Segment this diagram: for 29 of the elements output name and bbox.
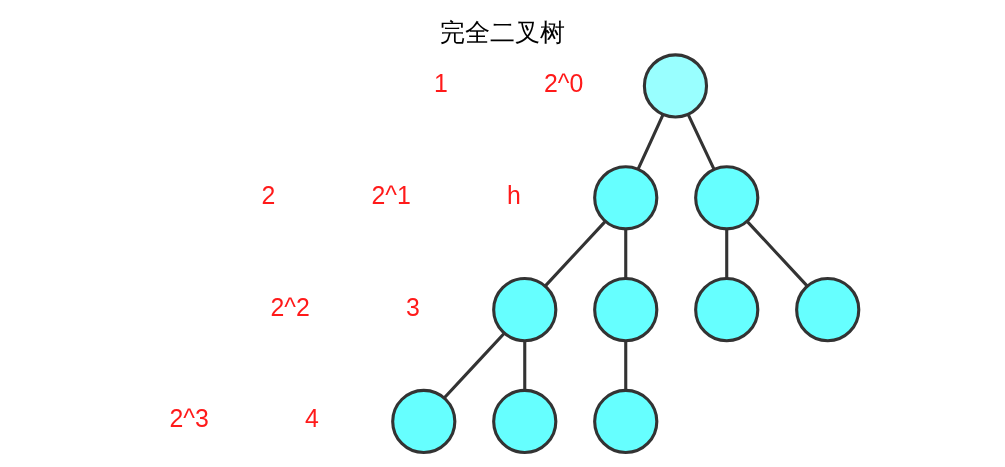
label: 2^3 xyxy=(169,405,209,433)
label: 2^2 xyxy=(270,293,310,321)
node-circle xyxy=(693,277,759,343)
label: 4 xyxy=(304,405,319,433)
node-circle xyxy=(491,388,557,455)
node-circle xyxy=(491,277,557,343)
connector xyxy=(686,113,715,170)
label: 1 xyxy=(433,69,448,97)
node-circle xyxy=(794,277,860,343)
connector xyxy=(543,220,606,288)
node-circle xyxy=(390,388,456,455)
label: 2^0 xyxy=(543,69,583,97)
diagram-title: 完全二叉树 xyxy=(440,18,565,46)
connector xyxy=(522,340,526,391)
label: h xyxy=(506,181,521,209)
label: 2 xyxy=(260,181,275,209)
connector xyxy=(745,220,808,288)
label: 3 xyxy=(405,293,420,321)
connector xyxy=(636,114,664,170)
connector xyxy=(442,332,505,400)
node-circle xyxy=(642,53,708,119)
node-circle xyxy=(592,277,658,343)
node-circle xyxy=(592,165,658,231)
node-circle xyxy=(693,165,759,231)
connector xyxy=(623,229,627,279)
connector xyxy=(623,340,627,391)
node-circle xyxy=(592,388,658,455)
connector xyxy=(724,229,728,279)
label: 2^1 xyxy=(370,181,411,209)
